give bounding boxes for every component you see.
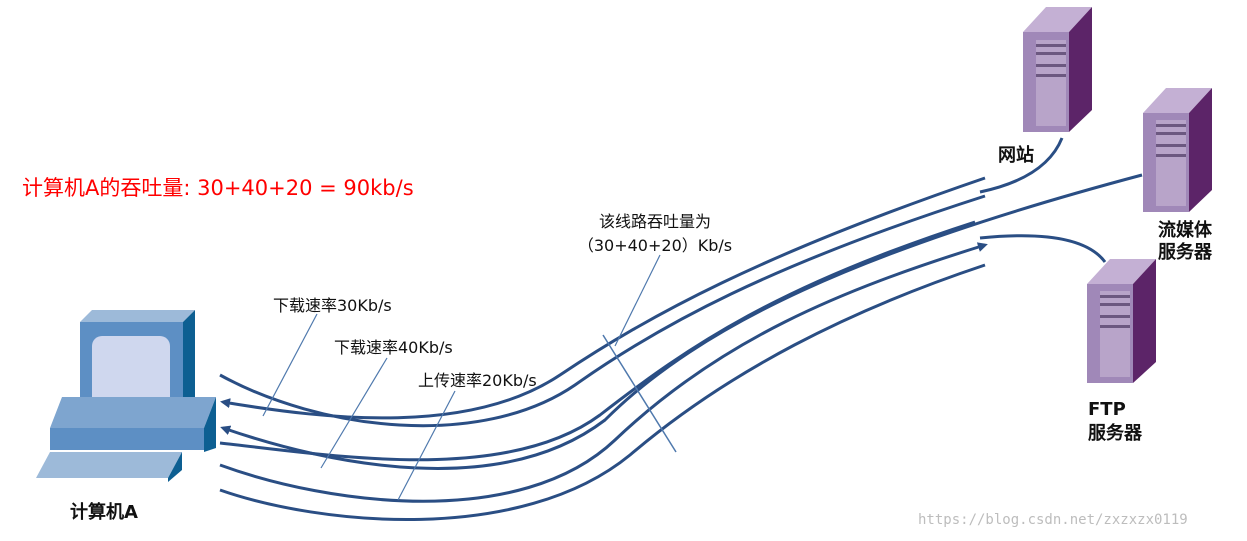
server-ftp-label-line2: 服务器	[1088, 423, 1142, 444]
server-website-label: 网站	[998, 145, 1034, 166]
server-ftp-label: FTP 服务器	[1088, 398, 1142, 446]
pointer-line-label	[614, 254, 661, 347]
flow-line-return-1	[219, 194, 986, 428]
pointer-download-40	[320, 357, 388, 469]
pointer-download-30	[262, 313, 318, 417]
server-ftp-label-line1: FTP	[1088, 399, 1126, 420]
pointer-upload-20	[397, 390, 456, 501]
server-streaming-label: 流媒体 服务器	[1158, 220, 1212, 264]
server-website-icon	[1023, 7, 1092, 132]
ftp-link	[979, 234, 1107, 263]
rate-label-download-40: 下载速率40Kb/s	[334, 338, 453, 357]
line-throughput-label-line1: 该线路吞吐量为	[598, 212, 711, 231]
throughput-summary: 计算机A的吞吐量: 30+40+20 = 90kb/s	[22, 176, 414, 200]
flow-line-return-2	[219, 220, 976, 462]
watermark: https://blog.csdn.net/zxzxzx0119	[918, 512, 1188, 528]
computer-label: 计算机A	[70, 502, 138, 523]
rate-label-upload-20: 上传速率20Kb/s	[418, 371, 537, 390]
server-ftp-icon	[1087, 259, 1156, 383]
rate-label-download-30: 下载速率30Kb/s	[273, 296, 392, 315]
flow-line-upload-20	[219, 242, 988, 503]
server-streaming-label-line2: 服务器	[1158, 242, 1212, 263]
cut-line	[602, 334, 677, 453]
flow-line-return-3	[219, 263, 986, 522]
computer-icon	[36, 310, 216, 482]
line-throughput-label: 该线路吞吐量为 （30+40+20）Kb/s	[555, 210, 755, 258]
flow-line-download-40	[220, 173, 1143, 470]
website-link	[979, 137, 1064, 194]
line-throughput-label-line2: （30+40+20）Kb/s	[577, 236, 733, 255]
server-streaming-label-line1: 流媒体	[1158, 220, 1212, 241]
server-streaming-icon	[1143, 88, 1212, 212]
